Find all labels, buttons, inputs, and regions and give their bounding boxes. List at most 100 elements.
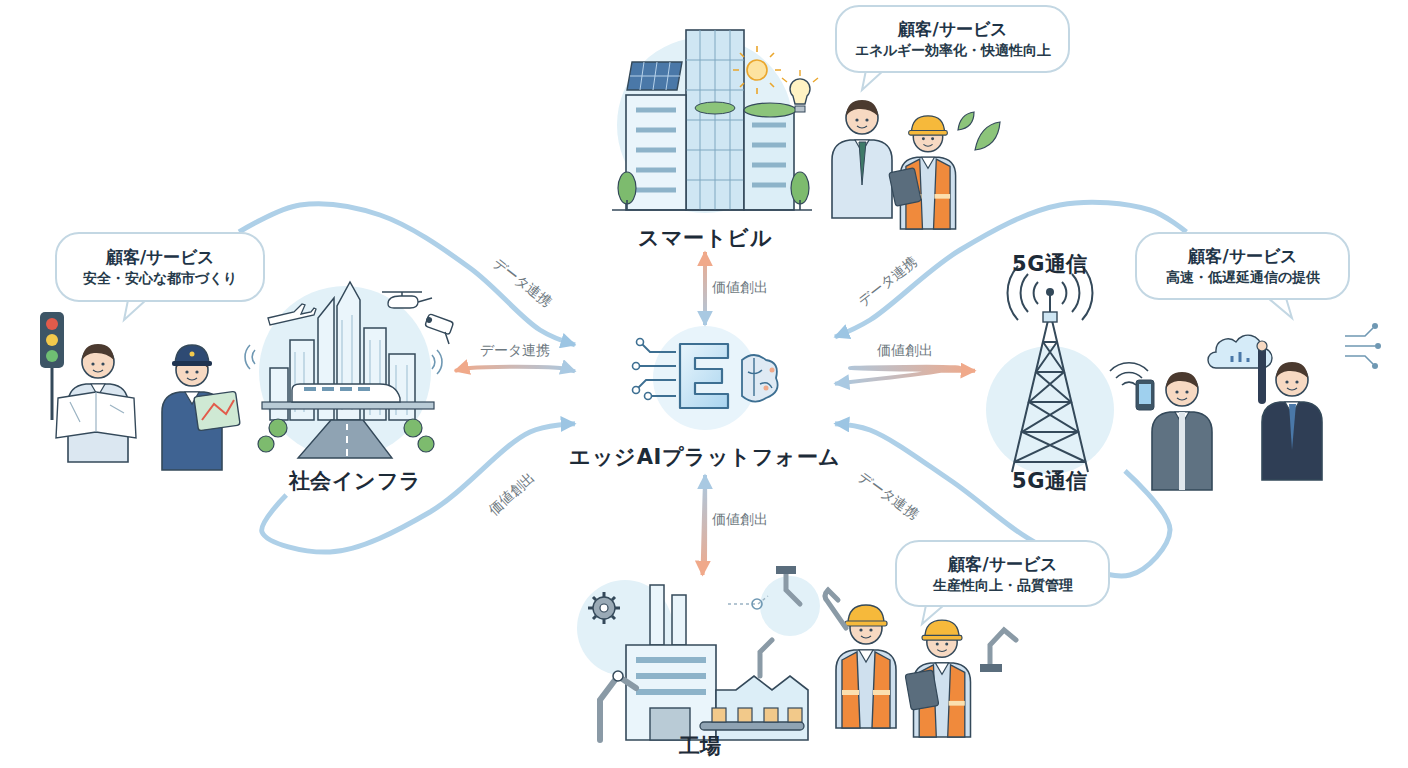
smart-building-art-part	[630, 62, 680, 90]
city-staff-part	[202, 400, 234, 420]
edge-ai-logo-part	[764, 386, 769, 391]
connector-label: データ連携	[480, 342, 550, 360]
edge-ai-logo-part	[748, 358, 772, 396]
callout-body: 高速・低遅延通信の提供	[1166, 267, 1320, 287]
traffic-light-part	[46, 318, 58, 330]
factory-art-part	[650, 585, 664, 645]
callout-body: 生産性向上・品質管理	[933, 575, 1073, 595]
callout-heading: 顧客/サービス	[948, 553, 1056, 575]
smart-building-art-part	[612, 209, 812, 211]
tower-art-part	[1046, 288, 1054, 296]
traffic-light-part	[51, 365, 54, 420]
speech-callout: 顧客/サービス生産性向上・品質管理	[895, 540, 1110, 607]
flow-curve	[239, 204, 575, 345]
node-label: スマートビル	[638, 224, 772, 252]
connector-label: 価値創出	[485, 469, 539, 520]
smart-building-art-part	[695, 102, 735, 114]
edge-ai-logo-part-part	[638, 344, 676, 396]
city-art-part-part	[404, 419, 422, 437]
edge-ai-logo-part	[638, 344, 676, 396]
telecom-users-part	[1372, 323, 1378, 329]
tower-art-part-part	[1014, 342, 1086, 462]
smart-building-art-part	[744, 103, 796, 117]
factory-art-part-part	[764, 708, 778, 722]
edge-ai-logo-part	[633, 339, 652, 400]
platform-hub: エッジAIプラットフォーム	[575, 325, 835, 475]
factory-art-part	[752, 599, 762, 609]
telecom-users-part	[1136, 380, 1154, 410]
factory-art-part	[636, 660, 706, 692]
double-arrow	[703, 475, 706, 575]
connector-label: データ連携	[854, 468, 921, 524]
factory-staff-part	[905, 670, 939, 710]
connector-label: 価値創出	[712, 279, 768, 297]
city-staff	[56, 344, 240, 470]
callout-heading: 顧客/サービス	[1188, 245, 1296, 267]
smart-building-art-part	[626, 200, 628, 210]
city-art-part	[258, 419, 434, 452]
edge-ai-logo-part	[742, 355, 778, 402]
smart-building-art-part	[958, 112, 974, 130]
building-staff-part	[832, 100, 892, 218]
factory-art-part	[776, 566, 796, 574]
factory-art-part	[588, 592, 620, 624]
city-art-part	[245, 345, 255, 369]
connector-label: 価値創出	[712, 511, 768, 529]
scene-node: 社会インフラ	[255, 285, 455, 495]
city-art-part	[388, 296, 418, 308]
smart-building-art-part	[733, 46, 781, 94]
factory-art-part	[786, 572, 800, 604]
telecom-users-part	[1139, 384, 1151, 404]
edge-ai-logo-part	[680, 344, 728, 408]
edge-ai-logo-part	[770, 368, 775, 373]
city-art-part	[432, 350, 442, 374]
edge-ai-logo-part-part	[637, 339, 644, 346]
building-staff	[832, 100, 956, 229]
city-art-part	[298, 420, 392, 458]
city-art-part-part	[269, 419, 287, 437]
smart-building-art-part	[790, 79, 810, 104]
tower-art-part-part	[1014, 342, 1086, 462]
smart-building-art-part	[747, 60, 767, 80]
smart-building-art-part	[636, 110, 676, 190]
factory-art-part	[672, 595, 686, 645]
tower-art	[986, 266, 1114, 474]
telecom-users-part	[1258, 350, 1266, 400]
double-arrow	[455, 367, 575, 372]
smart-building-art-part	[799, 200, 801, 210]
telecom-users-part	[1179, 412, 1185, 490]
node-label: 5G通信	[1012, 467, 1088, 495]
callout-tail	[1268, 298, 1292, 318]
smart-building-art-part	[744, 110, 794, 210]
factory-art-part	[600, 676, 636, 740]
callout-tail	[124, 300, 146, 320]
smart-building-art-part	[975, 122, 1000, 150]
callout-body: 安全・安心な都市づくり	[83, 268, 237, 288]
speech-callout: 顧客/サービス高速・低遅延通信の提供	[1135, 232, 1350, 300]
factory-art-part	[600, 604, 608, 612]
city-art-part	[262, 402, 434, 409]
edge-ai-logo	[633, 326, 778, 430]
factory-staff-part	[990, 630, 1016, 665]
smart-building-art-part	[618, 172, 636, 204]
tower-art-part-part	[1012, 312, 1088, 472]
scene-node: 5G通信5G通信	[975, 250, 1125, 495]
factory-art-part	[760, 576, 820, 636]
factory-art-part	[613, 671, 623, 681]
smart-building-art-part	[782, 70, 818, 82]
factory-art-part	[593, 597, 615, 619]
telecom-users-part	[1257, 341, 1267, 351]
callout-tail-part	[1268, 298, 1292, 318]
factory-art-part	[760, 640, 772, 676]
tower-art-part-part	[1021, 274, 1080, 312]
city-staff-part	[56, 392, 136, 438]
factory-staff-part	[980, 664, 1002, 672]
tower-art-part	[1012, 292, 1088, 472]
factory-art	[577, 566, 820, 740]
scene-node: スマートビル	[600, 20, 810, 252]
node-label: 工場	[679, 732, 722, 760]
traffic-light-part	[46, 334, 58, 346]
tower-art-part-part	[1034, 282, 1067, 304]
